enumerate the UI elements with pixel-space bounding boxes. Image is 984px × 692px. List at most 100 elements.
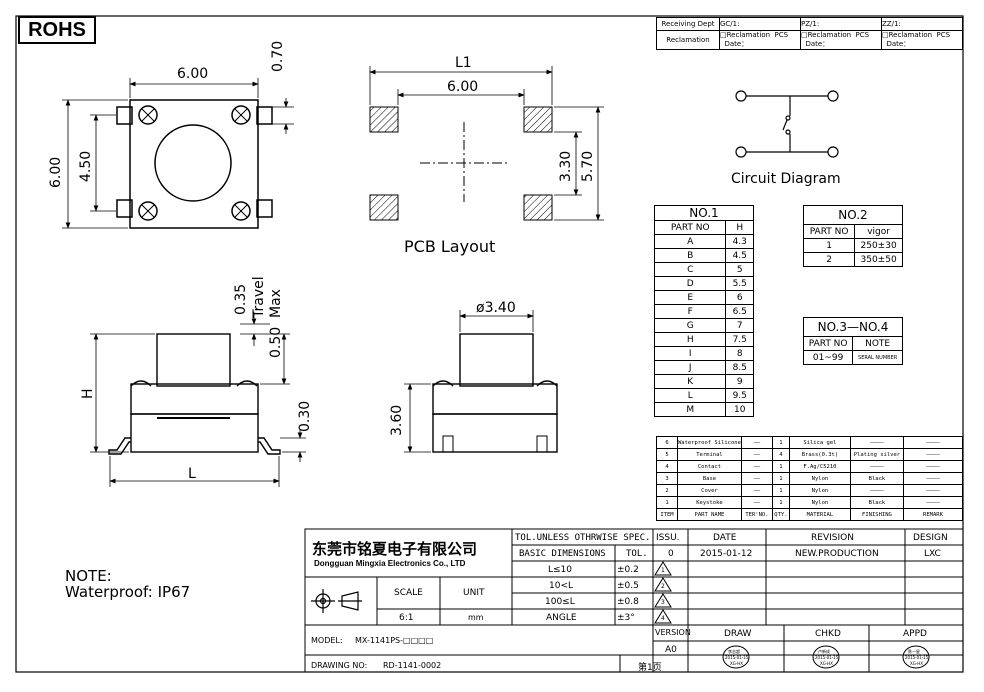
no1-cell: A (653, 234, 727, 249)
no2-title: NO.2 (803, 205, 903, 225)
model-label: MODEL: (311, 636, 343, 645)
no1-cell: 7.5 (725, 332, 754, 347)
receiving-table: Receiving Dept GC/1: PZ/1: ZZ/1: Reclama… (656, 17, 963, 50)
bom-cell: ———— (902, 448, 964, 461)
no1-cell: 8.5 (725, 360, 754, 375)
dim-top-pitch: 4.50 (78, 150, 94, 182)
company-name-cn: 东莞市铭夏电子有限公司 (312, 540, 478, 558)
drawing-no-label: DRAWING NO: (311, 661, 368, 670)
side-view-left (90, 312, 306, 487)
bom-cell: Black (849, 496, 904, 509)
drawing-no-value: RD-1141-0002 (383, 661, 442, 670)
no2-header: vigor (854, 224, 903, 239)
bom-cell: ———— (849, 436, 904, 449)
stamp-text: 2015-01-15 (815, 655, 839, 660)
circuit-caption: Circuit Diagram (731, 171, 841, 187)
unit-label: UNIT (463, 588, 485, 598)
no1-cell: 4.5 (725, 248, 754, 263)
draw-label: DRAW (724, 629, 752, 639)
stamp-text: 2015-01-15 (905, 655, 929, 660)
rohs-badge: ROHS (18, 16, 96, 44)
no2-header: PART NO (802, 224, 856, 239)
no1-cell: E (653, 290, 727, 305)
no34-title: NO.3—NO.4 (803, 317, 903, 337)
bom-cell: —— (740, 448, 773, 461)
no34-header: NOTE (852, 336, 903, 351)
issu-label: ISSU. (656, 533, 680, 543)
top-view (62, 78, 294, 229)
tol-row-value: ±0.2 (617, 565, 639, 575)
bom-cell: 1 (771, 484, 790, 497)
scale-label: SCALE (394, 588, 423, 598)
no1-cell: 10 (725, 402, 754, 417)
bom-header: FINISHING (849, 508, 904, 521)
revision-value: NEW.PRODUCTION (795, 549, 879, 559)
no34-cell: 01~99 (802, 350, 854, 365)
stamp-text: 李志超 (728, 649, 740, 654)
stamp-text: 卢新成 (818, 649, 830, 654)
recv-cell: Receiving Dept (656, 17, 720, 31)
no1-title: NO.1 (654, 205, 754, 221)
bom-cell: Base (677, 472, 742, 485)
title-block-frame (304, 528, 964, 673)
dim-side-max: Max (268, 289, 284, 318)
dim-top-height: 6.00 (48, 156, 64, 188)
bom-cell: —— (740, 484, 773, 497)
no1-cell: 8 (725, 346, 754, 361)
no1-cell: B (653, 248, 727, 263)
unit-value: mm (468, 613, 484, 622)
approval-stamps (722, 645, 930, 669)
bom-cell: 1 (771, 496, 790, 509)
recv-cell: PZ/1: (800, 17, 882, 31)
recv-cell: Reclamation (656, 30, 720, 50)
bom-header: QTY. (771, 508, 790, 521)
no1-cell: D (653, 276, 727, 291)
no2-cell: 1 (802, 238, 856, 253)
bom-cell: Silica gel (788, 436, 851, 449)
no2-cell: 350±50 (854, 252, 903, 267)
version-value: A0 (665, 645, 677, 655)
no1-cell: 9 (725, 374, 754, 389)
no1-cell: L (653, 388, 727, 403)
tol-label: TOL. (626, 549, 648, 559)
company-name-en: Dongguan Mingxia Electronics Co., LTD (314, 559, 466, 568)
projection-symbol-icon (311, 589, 362, 613)
tol-row-value: ±3° (617, 613, 635, 623)
bom-cell: —— (740, 436, 773, 449)
bom-cell: —— (740, 460, 773, 473)
dim-side-l: L (188, 466, 196, 482)
bom-cell: 1 (771, 460, 790, 473)
side-view-right (404, 310, 558, 453)
bom-cell: Terminal (677, 448, 742, 461)
bom-cell: 5 (656, 448, 678, 461)
design-value: LXC (924, 549, 941, 559)
dim-side-d1: 0.35 (233, 283, 249, 315)
dim-pcb-pitch: 6.00 (447, 79, 479, 95)
dim-pcb-l1: L1 (455, 55, 472, 71)
bom-cell: 4 (656, 460, 678, 473)
bom-header: TER'NO. (740, 508, 773, 521)
no1-cell: 4.3 (725, 234, 754, 249)
bom-cell: Contact (677, 460, 742, 473)
bom-cell: Black (849, 472, 904, 485)
no1-cell: M (653, 402, 727, 417)
version-label: VERSION (655, 628, 691, 637)
tol-row-range: 10<L (549, 581, 574, 591)
model-value: MX-1141PS-□□□□ (355, 636, 434, 645)
no1-header: PART NO (653, 220, 727, 235)
no1-cell: F (653, 304, 727, 319)
issu-value: 0 (668, 549, 674, 559)
dim-top-width: 6.00 (177, 66, 209, 82)
rev-triangle-label: 3 (661, 599, 665, 606)
tol-row-range: ANGLE (546, 613, 577, 623)
dim-top-lead: 0.70 (270, 40, 286, 72)
no1-cell: G (653, 318, 727, 333)
tol-row-value: ±0.8 (617, 597, 639, 607)
rev-triangle-label: 2 (661, 583, 665, 590)
bom-cell: Nylon (788, 484, 851, 497)
revision-triangles (654, 561, 672, 624)
bom-header: MATERIAL (788, 508, 851, 521)
